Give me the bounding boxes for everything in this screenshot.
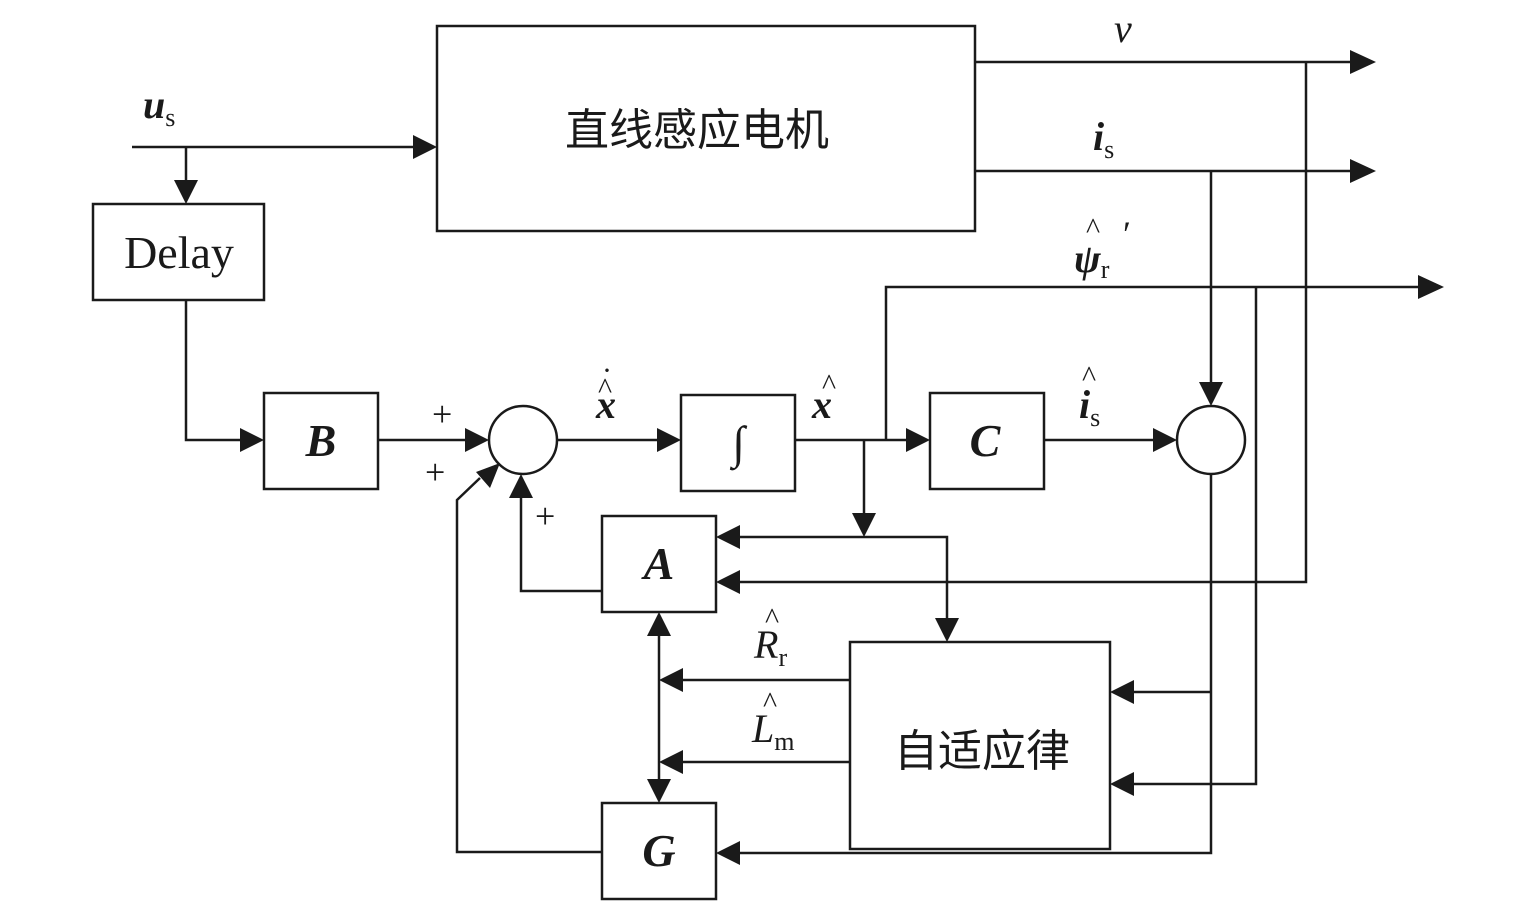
delay-label: Delay xyxy=(124,227,234,278)
delay-block xyxy=(91,202,266,302)
is-label: is xyxy=(1093,114,1114,164)
arrowheads xyxy=(174,50,1444,865)
g-block xyxy=(600,801,718,901)
psi-r-hat-mark: ^ xyxy=(1086,212,1100,245)
xdot-label: x xyxy=(595,382,616,427)
us-label: us xyxy=(143,82,175,132)
is-hat-hat-mark: ^ xyxy=(1082,360,1096,393)
rr-hat-mark: ^ xyxy=(765,602,779,635)
xhat-hat-mark: ^ xyxy=(822,368,836,401)
sum-junction-2 xyxy=(1175,404,1247,476)
xdot-dot-mark: · xyxy=(602,354,612,387)
psi-r-label: ψr xyxy=(1074,236,1110,284)
c-block xyxy=(928,391,1046,491)
sum1-top-sign: + xyxy=(432,394,452,434)
integrator-label: ∫ xyxy=(730,417,748,471)
psi-r-prime-mark: ′ xyxy=(1123,214,1131,254)
adaptive-law-label: 自适应律 xyxy=(894,726,1070,777)
rr-hat-label: Rr xyxy=(753,622,787,672)
motor-label: 直线感应电机 xyxy=(565,105,829,156)
sum1-bottom-sign: + xyxy=(535,496,555,536)
adaptive-law-block xyxy=(848,640,1112,851)
is-hat-label: is xyxy=(1079,382,1100,432)
v-label: v xyxy=(1114,6,1132,51)
wires xyxy=(132,60,1420,855)
a-label: A xyxy=(641,538,675,589)
xhat-label: x xyxy=(811,382,832,427)
g-label: G xyxy=(642,825,675,876)
a-block xyxy=(600,514,718,614)
sum1-left-sign: + xyxy=(425,452,445,492)
xdot-hat-mark: ^ xyxy=(598,372,612,405)
b-label: B xyxy=(305,415,337,466)
lm-hat-label: Lm xyxy=(751,706,794,756)
motor-block xyxy=(435,24,977,233)
b-block xyxy=(262,391,380,491)
lm-hat-mark: ^ xyxy=(763,686,777,719)
c-label: C xyxy=(970,415,1002,466)
integrator-block xyxy=(679,393,797,493)
